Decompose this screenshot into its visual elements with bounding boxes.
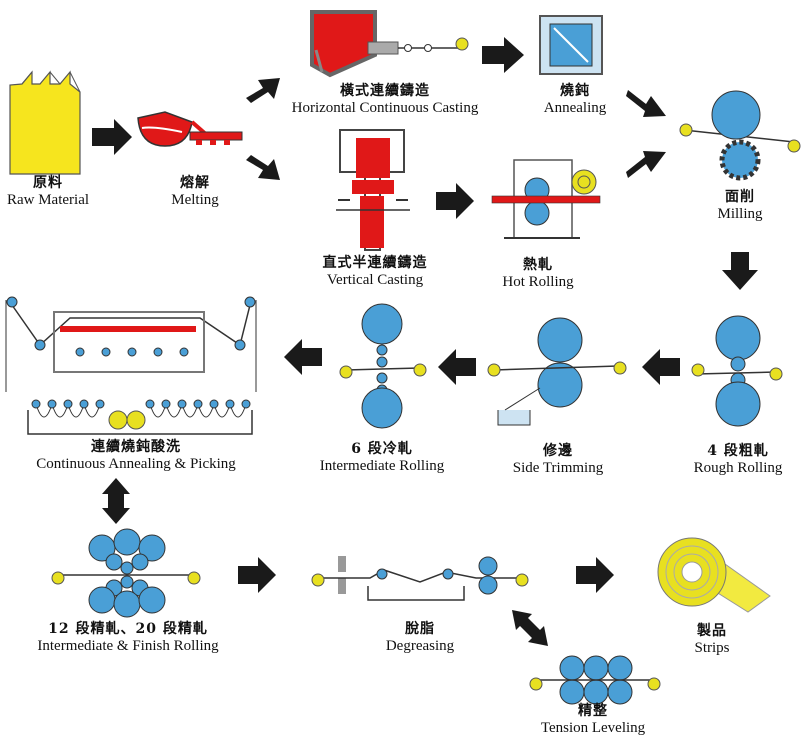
side-trimming-icon — [487, 317, 627, 426]
intermediate-rolling-en: Intermediate Rolling — [319, 457, 445, 474]
label-annealing: 燒鈍 Annealing — [530, 83, 620, 116]
continuous-annealing-en: Continuous Annealing & Picking — [36, 455, 236, 472]
double-arrow-degreasing-leveling — [512, 610, 548, 646]
finish-rolling-zh: 12 段精軋、20 段精軋 — [48, 621, 208, 637]
milling-zh: 面削 — [725, 189, 755, 205]
arrow-intermediate-to-annealing — [284, 339, 322, 375]
tension-leveling-en: Tension Leveling — [540, 719, 646, 736]
arrow-trimming-to-intermediate — [438, 349, 476, 385]
melting-crucible-icon — [137, 111, 243, 147]
melting-zh: 熔解 — [180, 175, 210, 191]
intermediate-rolling-icon — [339, 303, 427, 429]
annealing-furnace-icon — [539, 15, 603, 75]
finish-rolling-icon — [51, 528, 201, 618]
horizontal-casting-icon — [310, 10, 469, 78]
tension-leveling-zh: 精整 — [578, 703, 608, 719]
label-continuous-annealing: 連續燒鈍酸洗 Continuous Annealing & Picking — [18, 439, 254, 472]
double-arrow-annealing-finish — [102, 478, 130, 524]
strips-coil-icon — [657, 537, 771, 613]
label-side-trimming: 修邊 Side Trimming — [500, 443, 616, 476]
arrow-to-hot-rolling — [436, 183, 474, 219]
rough-rolling-icon — [691, 315, 783, 427]
horizontal-casting-en: Horizontal Continuous Casting — [291, 99, 479, 116]
label-strips: 製品 Strips — [670, 623, 754, 656]
annealing-zh: 燒鈍 — [560, 83, 590, 99]
arrow-raw-to-melting — [92, 119, 132, 155]
arrow-degreasing-to-strips — [576, 557, 614, 593]
label-raw-material: 原料 Raw Material — [0, 175, 96, 208]
arrow-to-annealing — [482, 37, 524, 73]
hot-rolling-en: Hot Rolling — [502, 273, 574, 290]
arrow-annealing-to-milling — [626, 90, 666, 117]
label-vertical-casting: 直式半連續鑄造 Vertical Casting — [300, 255, 450, 288]
milling-icon — [679, 90, 801, 181]
label-intermediate-rolling: 6 段冷軋 Intermediate Rolling — [308, 441, 456, 474]
vertical-casting-icon — [336, 129, 410, 251]
strips-zh: 製品 — [697, 623, 727, 639]
degreasing-icon — [311, 556, 529, 601]
side-trimming-zh: 修邊 — [543, 443, 573, 459]
label-hot-rolling: 熱軋 Hot Rolling — [490, 257, 586, 290]
label-degreasing: 脫脂 Degreasing — [370, 621, 470, 654]
vertical-casting-en: Vertical Casting — [326, 271, 424, 288]
continuous-annealing-zh: 連續燒鈍酸洗 — [91, 439, 181, 455]
arrow-finish-to-degreasing — [238, 557, 276, 593]
label-tension-leveling: 精整 Tension Leveling — [528, 703, 658, 736]
degreasing-zh: 脫脂 — [405, 621, 435, 637]
annealing-en: Annealing — [543, 99, 607, 116]
label-finish-rolling: 12 段精軋、20 段精軋 Intermediate & Finish Roll… — [20, 621, 236, 654]
raw-material-zh: 原料 — [33, 175, 63, 191]
label-melting: 熔解 Melting — [150, 175, 240, 208]
hot-rolling-zh: 熱軋 — [523, 257, 553, 273]
side-trimming-en: Side Trimming — [512, 459, 604, 476]
finish-rolling-en: Intermediate & Finish Rolling — [37, 637, 219, 654]
arrow-melting-to-vertical — [246, 155, 280, 180]
tension-leveling-icon — [529, 655, 661, 705]
arrow-rough-to-trimming — [642, 349, 680, 385]
hot-rolling-icon — [491, 159, 601, 239]
rough-rolling-zh: 4 段粗軋 — [707, 443, 769, 459]
milling-en: Milling — [717, 205, 763, 222]
label-rough-rolling: 4 段粗軋 Rough Rolling — [680, 443, 796, 476]
degreasing-en: Degreasing — [385, 637, 455, 654]
horizontal-casting-zh: 橫式連續鑄造 — [340, 83, 430, 99]
raw-material-en: Raw Material — [6, 191, 90, 208]
arrow-melting-to-horizontal — [246, 78, 280, 103]
label-horizontal-casting: 橫式連續鑄造 Horizontal Continuous Casting — [280, 83, 490, 116]
intermediate-rolling-zh: 6 段冷軋 — [351, 441, 413, 457]
melting-en: Melting — [171, 191, 219, 208]
raw-material-icon — [9, 70, 81, 175]
label-milling: 面削 Milling — [700, 189, 780, 222]
arrow-milling-to-rough — [722, 252, 758, 290]
rough-rolling-en: Rough Rolling — [693, 459, 783, 476]
continuous-annealing-icon — [5, 296, 257, 435]
strips-en: Strips — [694, 639, 730, 656]
arrow-hot-rolling-to-milling — [626, 151, 666, 178]
vertical-casting-zh: 直式半連續鑄造 — [322, 255, 428, 271]
